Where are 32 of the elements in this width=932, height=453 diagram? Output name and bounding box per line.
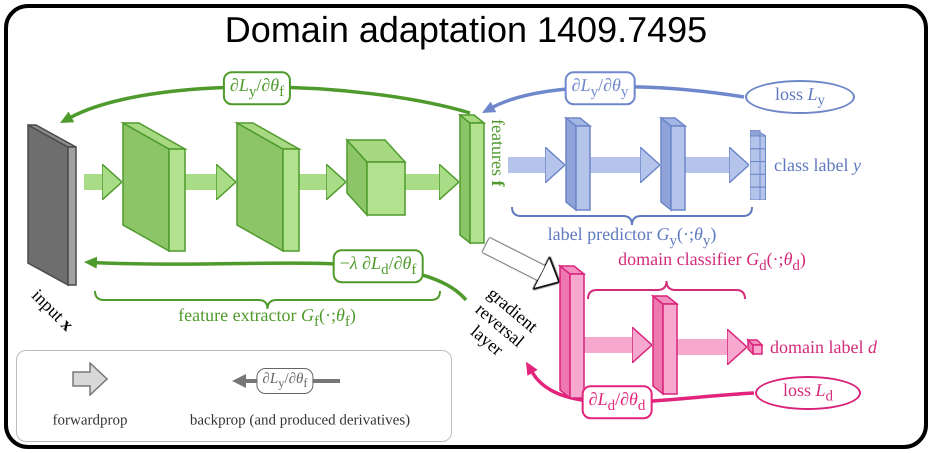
layer-block: [653, 296, 677, 394]
layer-block: [560, 266, 584, 398]
legend-label: forwardprop: [52, 412, 128, 430]
derivative-label: ∂L$_{y}$/∂θ$_{f}$: [256, 368, 314, 394]
block-arrow: [299, 163, 347, 201]
block-arrow: [185, 163, 237, 201]
group-label: feature extractor G$_{f}$(·;θ$_{f}$): [178, 305, 356, 331]
block-arrow: [590, 146, 661, 184]
legend-label: backprop (and produced derivatives): [190, 412, 410, 430]
layer-block: [123, 123, 185, 251]
edge-label: −λ ∂L$_{d}$/∂θ$_{f}$: [332, 249, 424, 283]
layer-block: [237, 123, 299, 251]
edge-label: ∂L$_{d}$/∂θ$_{d}$: [582, 385, 652, 419]
block-arrow: [84, 163, 123, 201]
block-arrow: [584, 326, 653, 364]
block-arrow: [685, 146, 750, 184]
layer-label: domain label d: [770, 337, 877, 357]
edge-label: ∂L$_{y}$/∂θ$_{f}$: [222, 71, 292, 105]
block-arrow: [508, 146, 566, 184]
group-label: label predictor G$_{y}$(·;θ$_{y}$): [548, 224, 716, 250]
loss-ellipse: loss L$_{y}$: [745, 80, 855, 114]
layer-block: [661, 118, 685, 210]
group-label: domain classifier G$_{d}$(·;θ$_{d}$): [618, 249, 806, 275]
block-arrow: [677, 328, 748, 366]
layer-block: [347, 140, 405, 215]
layer-label: class label y: [774, 155, 861, 175]
loss-ellipse: loss L$_{d}$: [755, 376, 861, 410]
layer-block: [566, 118, 590, 210]
title: Domain adaptation 1409.7495: [224, 10, 708, 50]
layer-label: features f: [488, 119, 508, 186]
edge-label: ∂L$_{y}$/∂θ$_{y}$: [564, 71, 636, 105]
block-arrow: [405, 163, 460, 201]
